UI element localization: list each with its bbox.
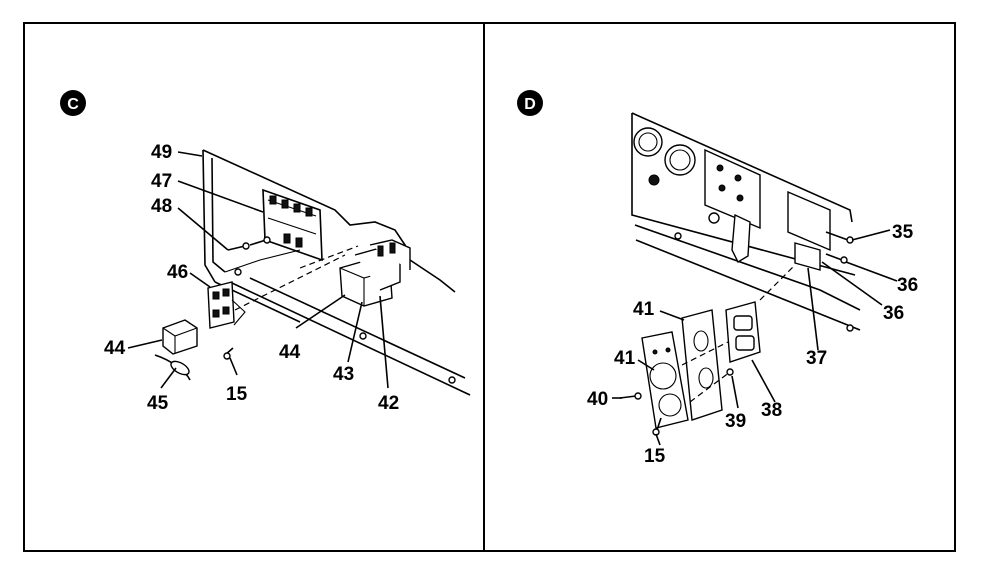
callout-44: 44 [279, 342, 301, 363]
svg-text:D: D [524, 96, 536, 113]
callout-43: 43 [333, 364, 354, 385]
terminal-block [207, 281, 246, 329]
svg-text:C: C [67, 96, 79, 113]
callout-15: 15 [644, 446, 666, 467]
callout-15: 15 [226, 384, 248, 405]
cover-plate-inner [641, 331, 689, 429]
callout-39: 39 [725, 411, 746, 432]
instrument-panel [631, 112, 861, 332]
callout-47: 47 [151, 171, 172, 192]
callout-45: 45 [147, 393, 169, 414]
diode-wire [154, 354, 191, 381]
screw-15 [223, 347, 234, 360]
callout-41: 41 [633, 299, 655, 320]
callout-35: 35 [892, 222, 914, 243]
relay-assembly [339, 239, 411, 307]
screws [227, 236, 271, 251]
callout-42: 42 [378, 393, 399, 414]
loose-relay [162, 319, 198, 355]
callout-36: 36 [883, 303, 904, 324]
badge-c: C [60, 90, 86, 116]
callout-46: 46 [167, 262, 188, 283]
badge-d: D [517, 90, 543, 116]
callout-41: 41 [614, 348, 636, 369]
terminal-board [262, 188, 323, 262]
callout-49: 49 [151, 142, 172, 163]
callout-36: 36 [897, 275, 918, 296]
callout-48: 48 [151, 196, 172, 217]
cover-plate-outer [681, 309, 723, 421]
callout-40: 40 [587, 389, 608, 410]
callout-37: 37 [806, 348, 827, 369]
control-box-housing [202, 149, 471, 396]
screw-39 [726, 368, 734, 376]
receptacle [725, 301, 761, 363]
panel-d [483, 22, 956, 552]
screw-40 [619, 392, 642, 400]
callout-44: 44 [104, 338, 126, 359]
callout-38: 38 [761, 400, 782, 421]
